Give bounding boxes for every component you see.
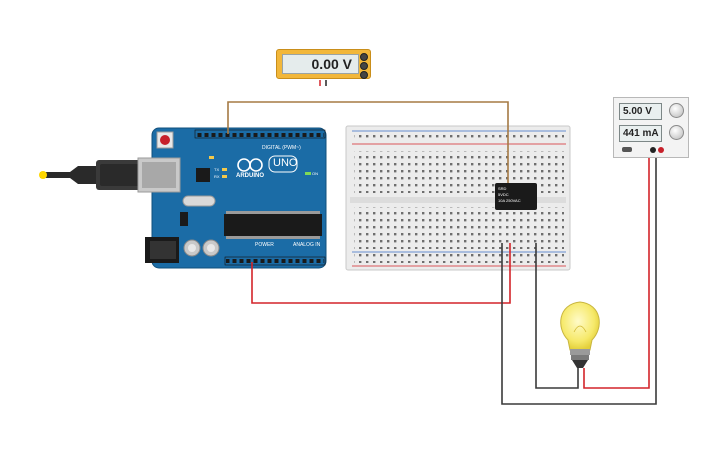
relay-brand-label: SRD — [498, 186, 507, 191]
knob-icon — [360, 71, 368, 79]
knob-icon — [360, 53, 368, 61]
on-led-label: ON — [312, 171, 318, 176]
psu-current-display: 441 mA — [619, 125, 662, 142]
arduino-model-label: UNO — [273, 157, 298, 169]
tx-led-label: TX — [214, 167, 220, 172]
voltage-dial-icon[interactable] — [669, 103, 684, 118]
voltmeter-display: 0.00 V — [282, 54, 359, 74]
light-bulb[interactable] — [560, 301, 600, 368]
power-supply[interactable]: 5.00 V 441 mA — [613, 97, 689, 158]
breadboard[interactable] — [345, 125, 571, 271]
digital-pins-label: DIGITAL (PWM~) — [262, 145, 301, 151]
power-pins-label: POWER — [255, 242, 274, 248]
rx-led-label: RX — [214, 174, 220, 179]
psu-negative-terminal[interactable] — [650, 147, 656, 153]
psu-voltage-display: 5.00 V — [619, 103, 662, 120]
relay-module[interactable] — [495, 183, 537, 210]
wires — [227, 80, 657, 405]
current-dial-icon[interactable] — [669, 125, 684, 140]
analog-pins-label: ANALOG IN — [293, 242, 321, 248]
arduino-uno-board[interactable] — [39, 127, 327, 269]
arduino-brand-label: ARDUINO — [236, 173, 264, 179]
psu-positive-terminal[interactable] — [658, 147, 664, 153]
relay-rating-line1: 5VDC — [498, 192, 509, 197]
voltmeter-knobs — [360, 53, 368, 80]
relay-rating-line2: 10A 250VAC — [498, 198, 521, 203]
arduino-logo-icon — [237, 158, 263, 172]
voltmeter[interactable]: 0.00 V — [276, 49, 371, 79]
psu-power-switch[interactable] — [622, 147, 632, 152]
knob-icon — [360, 62, 368, 70]
